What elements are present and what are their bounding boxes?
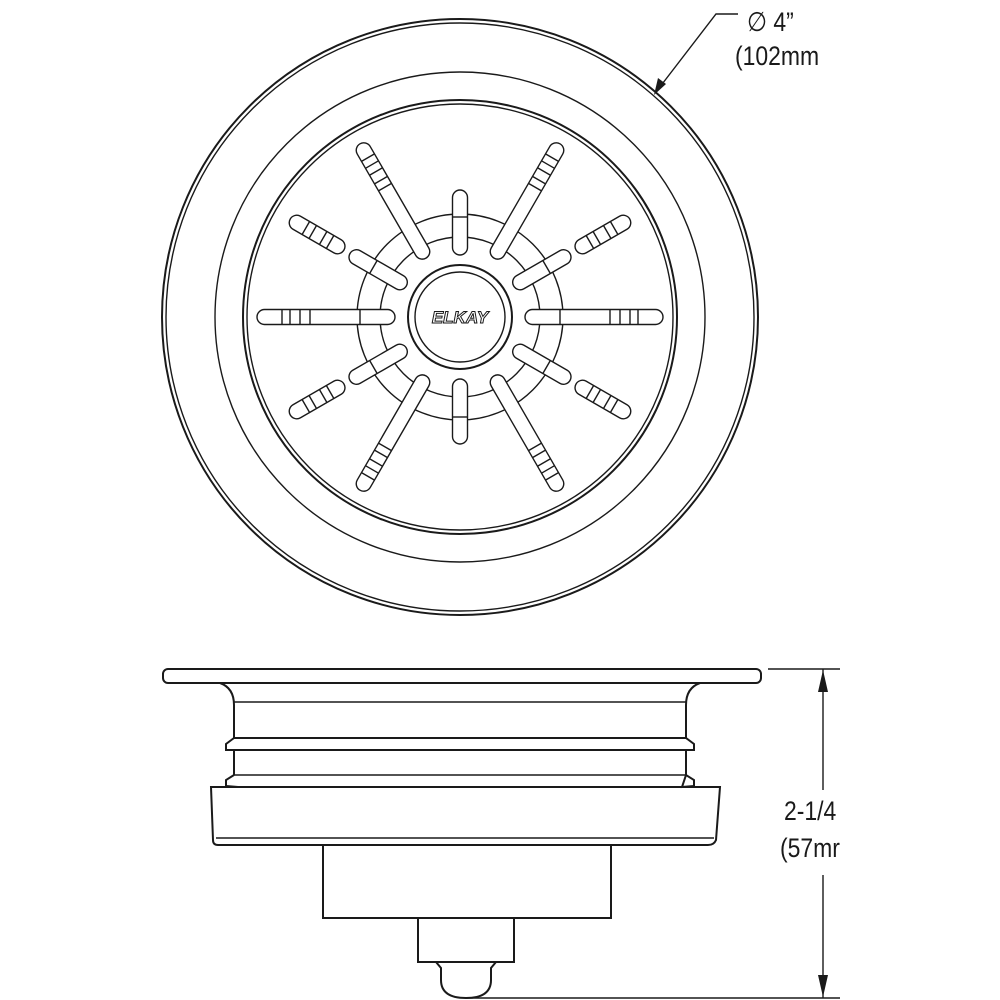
strainer-slot [511, 249, 572, 291]
slot-stripe [592, 231, 602, 245]
slot-stripe [361, 153, 375, 163]
slot-stripe [378, 182, 392, 192]
strainer-rim-inner [246, 103, 674, 531]
slot-stripe [301, 221, 311, 235]
strainer-slot [451, 378, 469, 445]
strainer-slot [288, 214, 346, 255]
slot-stripe [301, 399, 311, 413]
elkay-logo: ELKAY [432, 308, 490, 327]
slot-stripe [318, 231, 328, 245]
slot-stripe [365, 160, 379, 169]
stem-cap [433, 961, 499, 1000]
slot-group [256, 142, 664, 492]
slot-stripe [541, 465, 555, 474]
slot-stripe [542, 260, 551, 274]
strainer-slot [348, 249, 409, 291]
slot-stripe [365, 465, 379, 474]
slot-stripe [602, 395, 612, 409]
diameter-label: ∅ 4” [747, 7, 794, 37]
slot-stripe [369, 360, 378, 374]
arrowhead-icon [654, 78, 666, 95]
slot-stripe [369, 260, 378, 274]
flange [162, 668, 762, 684]
slot-stripe [369, 167, 383, 176]
slot-stripe [528, 442, 542, 452]
slot-stripe [374, 175, 388, 185]
slot-stripe [537, 458, 551, 467]
slot-stripe [369, 458, 383, 467]
diameter-metric-label: (102mm [735, 41, 820, 71]
slot-stripe [325, 235, 335, 249]
center-knob-inner [414, 271, 506, 363]
stem [417, 917, 515, 963]
slot-stripe [592, 389, 602, 403]
height-label: 2-1/4 [784, 796, 837, 826]
groove-ring-1 [225, 737, 695, 751]
groove-ring-2 [225, 773, 695, 789]
basket-band [209, 786, 722, 846]
slot-stripe [361, 471, 375, 481]
slot-stripe [308, 395, 318, 409]
strainer-slot [451, 189, 469, 256]
strainer-slot [288, 379, 346, 420]
slot-stripe [545, 471, 559, 481]
slot-stripe [609, 221, 619, 235]
strainer-slot [489, 374, 565, 492]
strainer-rim [242, 99, 678, 535]
body-neck [219, 682, 701, 738]
slot-stripe [537, 167, 551, 176]
diameter-leader-line [655, 13, 738, 93]
slot-stripe [609, 399, 619, 413]
slot-stripe [585, 235, 595, 249]
outer-flange-circle [161, 18, 759, 616]
height-metric-label: (57mr [780, 833, 840, 863]
top-view: ELKAY [161, 18, 759, 616]
slot-stripe [542, 360, 551, 374]
strainer-slot [574, 379, 632, 420]
height-dimension [466, 668, 840, 999]
diameter-dimension [654, 13, 738, 95]
outer-flange-edge [165, 22, 755, 612]
strainer-slot [524, 308, 664, 326]
center-knob[interactable] [407, 264, 513, 370]
slot-stripe [585, 385, 595, 399]
arrowhead-down-icon [818, 975, 828, 997]
strainer-slot [348, 343, 409, 385]
strainer-slot [256, 308, 396, 326]
slot-stripe [374, 449, 388, 459]
lower-cylinder [322, 844, 612, 919]
body-wall [233, 750, 687, 775]
strainer-slot [511, 343, 572, 385]
strainer-slot [489, 142, 565, 260]
strainer-slot [355, 142, 431, 260]
slot-stripe [325, 385, 335, 399]
slot-stripe [528, 182, 542, 192]
slot-stripe [378, 442, 392, 452]
slot-stripe [602, 225, 612, 239]
strainer-slot [355, 374, 431, 492]
arrowhead-up-icon [818, 670, 828, 692]
rim-circle [214, 71, 706, 563]
slot-stripe [318, 389, 328, 403]
slot-stripe [545, 153, 559, 163]
strainer-slot [574, 214, 632, 255]
slot-stripe [308, 225, 318, 239]
slot-stripe [532, 175, 546, 185]
side-view [162, 668, 762, 1000]
slot-stripe [541, 160, 555, 169]
slot-stripe [532, 449, 546, 459]
